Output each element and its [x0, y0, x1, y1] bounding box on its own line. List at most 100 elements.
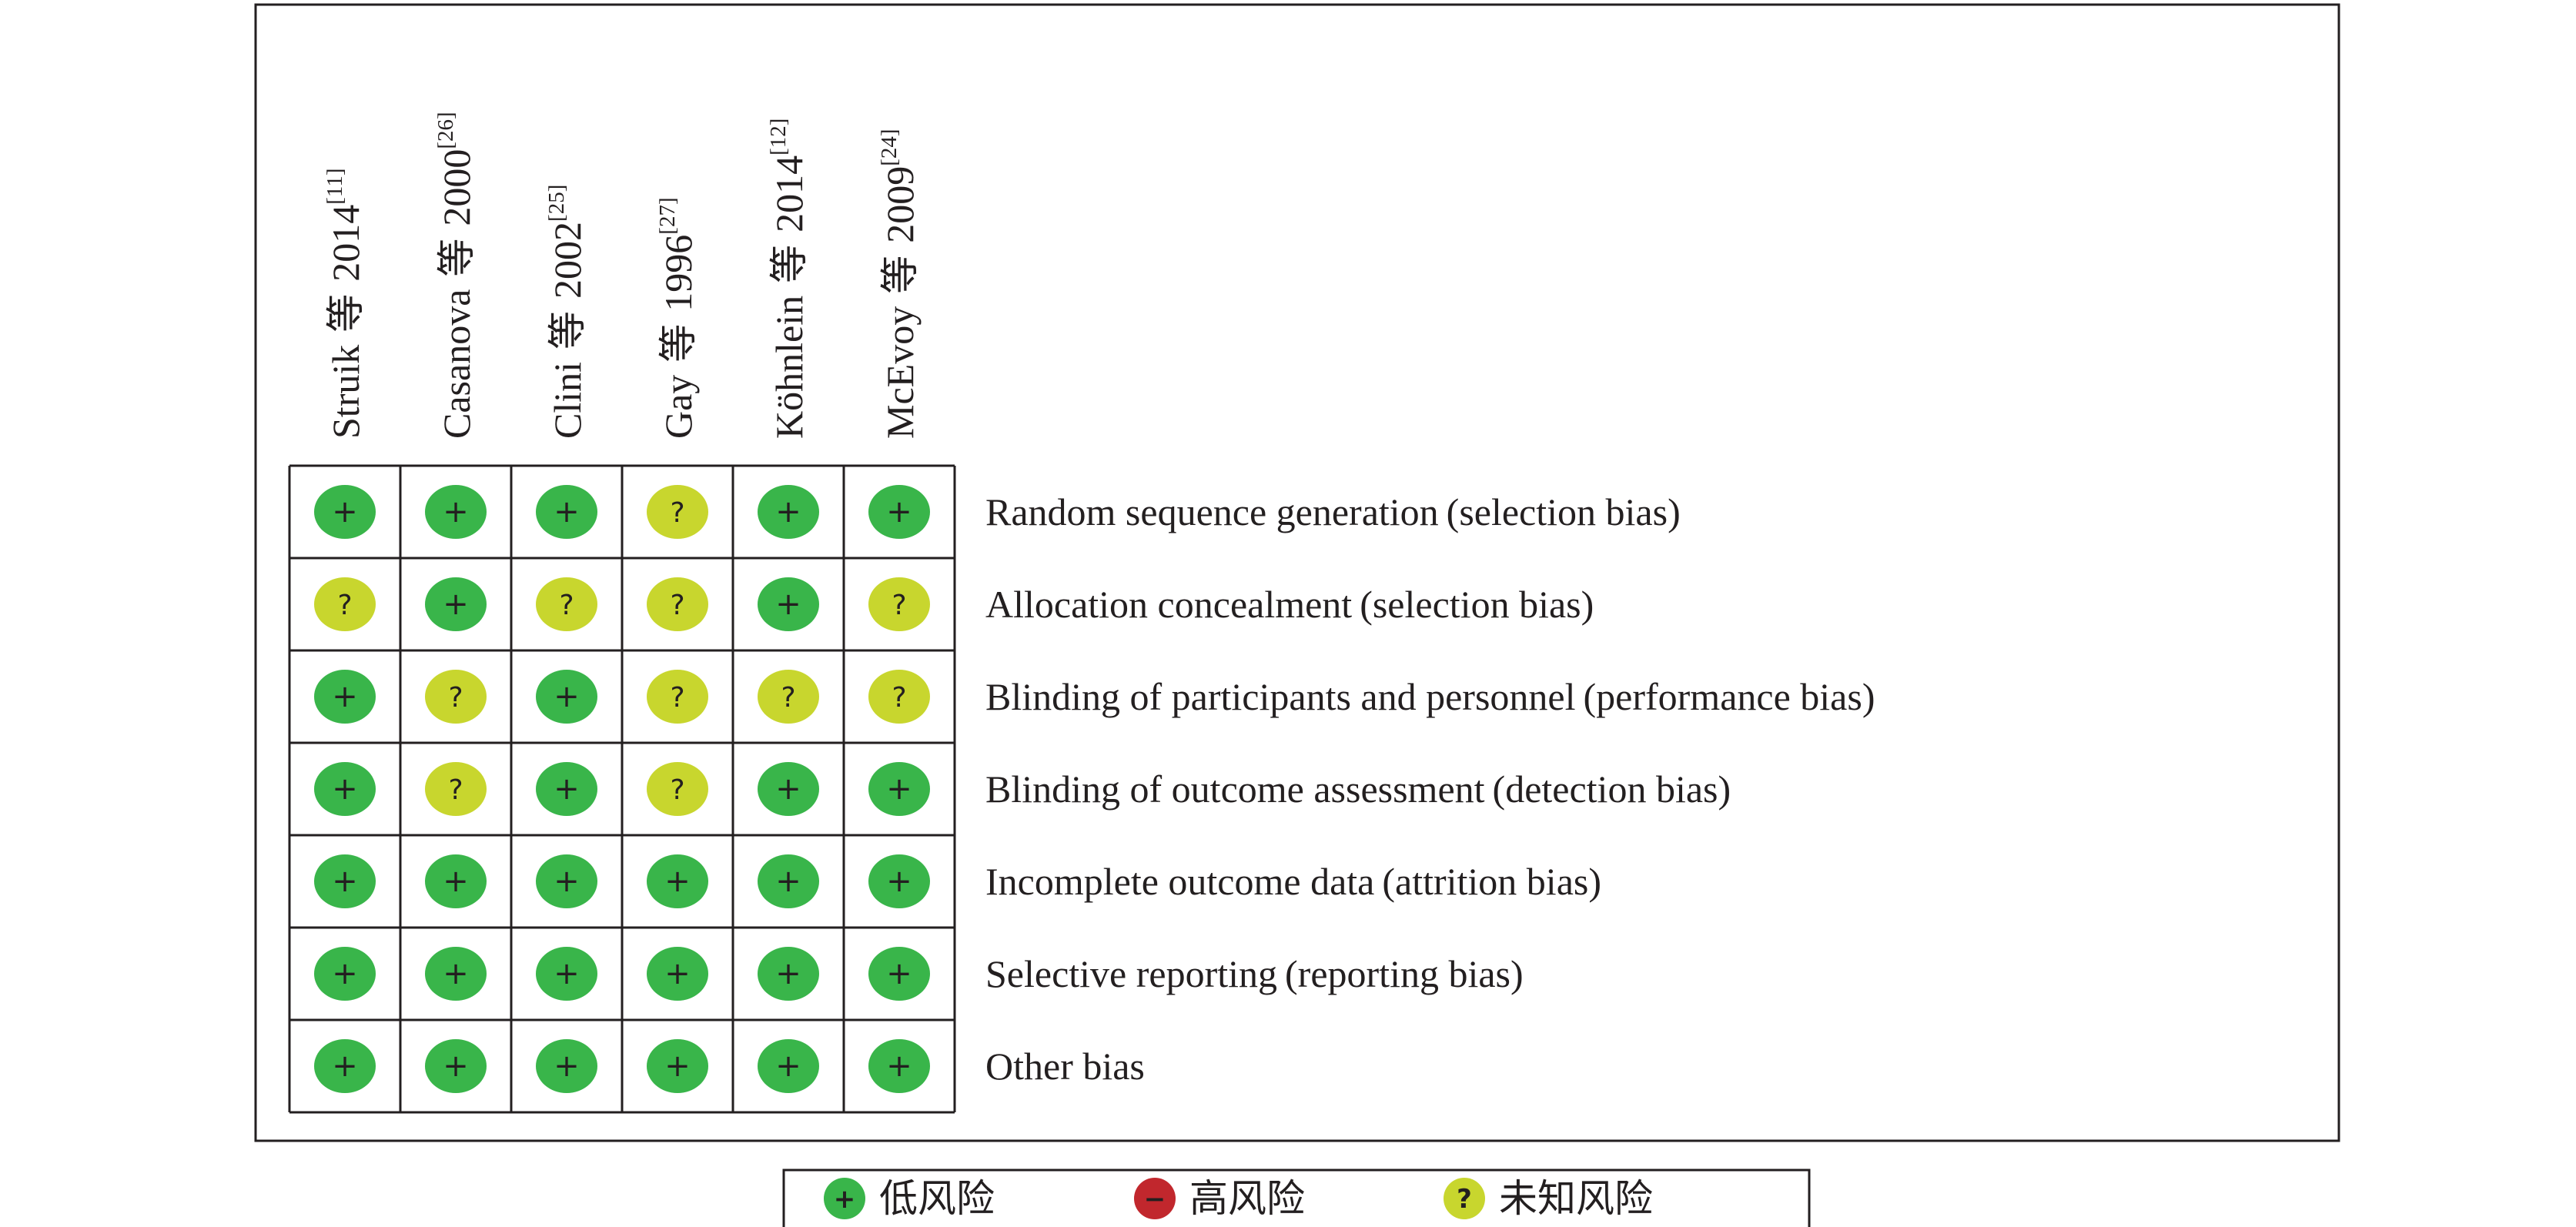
- study-ref: [26]: [433, 112, 458, 149]
- judgement-low: +: [758, 762, 819, 816]
- judgement-dot: [314, 577, 376, 631]
- judgement-low: +: [758, 1039, 819, 1093]
- study-label-text: Struik等2014[11]: [323, 169, 367, 440]
- judgement-symbol: +: [554, 956, 580, 991]
- study-author: Köhnlein: [768, 296, 811, 439]
- judgement-symbol: ?: [892, 590, 906, 621]
- judgement-unclear: ?: [647, 762, 708, 816]
- judgement-unclear: ?: [425, 670, 487, 724]
- study-year: 2009: [878, 166, 922, 243]
- study-label: Köhnlein等2014[12]: [766, 119, 811, 439]
- judgement-symbol: +: [886, 771, 912, 807]
- judgement-unclear: ?: [314, 577, 376, 631]
- study-year: 2000: [435, 149, 478, 226]
- judgement-dot: [647, 1039, 708, 1093]
- study-year: 2014: [324, 205, 367, 282]
- judgement-symbol: +: [886, 1048, 912, 1084]
- domain-bias-type: (performance bias): [1584, 675, 1875, 718]
- domain-labels: Random sequence generation(selection bia…: [985, 490, 1875, 1088]
- judgement-symbol: +: [664, 956, 691, 991]
- legend-label: 低风险: [879, 1176, 995, 1221]
- legend-symbol: −: [1144, 1184, 1166, 1215]
- domain-name: Blinding of participants and personnel: [985, 675, 1576, 718]
- judgement-symbol: +: [554, 1048, 580, 1084]
- judgement-low: +: [425, 854, 487, 908]
- legend-frame: [782, 1168, 1811, 1227]
- judgement-low: +: [314, 1039, 376, 1093]
- study-ref: [27]: [655, 197, 680, 234]
- judgement-dot: [536, 577, 597, 631]
- study-year: 2014: [768, 155, 811, 232]
- domain-label: Other bias: [985, 1045, 1145, 1088]
- judgement-dot: [868, 577, 930, 631]
- study-label-text: Gay等1996[27]: [655, 197, 700, 439]
- legend-dot: [1134, 1178, 1176, 1219]
- judgement-low: +: [314, 762, 376, 816]
- judgement-symbol: +: [554, 494, 580, 530]
- study-author: Struik: [324, 345, 367, 439]
- study-deng: 等: [324, 294, 367, 333]
- judgement-dot: [758, 762, 819, 816]
- legend: +低风险−高风险?未知风险: [782, 1168, 1811, 1227]
- judgement-dot: [758, 670, 819, 724]
- judgement-symbol: +: [554, 771, 580, 807]
- judgement-low: +: [758, 854, 819, 908]
- judgement-dot: [314, 670, 376, 724]
- judgement-dot: [425, 762, 487, 816]
- judgement-low: +: [647, 1039, 708, 1093]
- judgement-dot: [868, 762, 930, 816]
- judgement-unclear: ?: [647, 485, 708, 539]
- judgement-symbol: +: [443, 956, 469, 991]
- judgement-symbol: ?: [892, 682, 906, 714]
- study-label-text: Köhnlein等2014[12]: [766, 119, 811, 439]
- judgement-low: +: [314, 854, 376, 908]
- legend-item-low: + 低风险: [824, 1176, 995, 1221]
- study-label: Casanova等2000[26]: [433, 112, 478, 439]
- domain-bias-type: (selection bias): [1360, 583, 1594, 626]
- legend-symbol: ?: [1457, 1184, 1472, 1215]
- judgement-unclear: ?: [758, 670, 819, 724]
- judgement-symbol: ?: [670, 774, 684, 806]
- judgement-dot: [314, 485, 376, 539]
- judgement-symbol: +: [443, 494, 469, 530]
- study-year: 1996: [657, 235, 700, 312]
- judgement-symbol: +: [886, 864, 912, 899]
- study-ref: [12]: [766, 119, 791, 155]
- judgement-dot: [647, 947, 708, 1001]
- domain-bias-type: (detection bias): [1493, 767, 1731, 811]
- legend-dot: [1444, 1178, 1485, 1219]
- judgement-symbol: +: [775, 864, 801, 899]
- domain-bias-type: (attrition bias): [1382, 860, 1601, 903]
- judgement-low: +: [868, 947, 930, 1001]
- judgement-symbol: ?: [448, 682, 463, 714]
- judgement-low: +: [647, 947, 708, 1001]
- judgement-dot: [647, 577, 708, 631]
- judgement-symbol: +: [554, 864, 580, 899]
- domain-name: Allocation concealment: [985, 583, 1352, 626]
- study-deng: 等: [435, 239, 478, 277]
- judgement-low: +: [425, 485, 487, 539]
- domain-name: Other bias: [985, 1045, 1145, 1088]
- judgement-dot: [314, 762, 376, 816]
- judgement-low: +: [758, 947, 819, 1001]
- judgement-dot: [647, 485, 708, 539]
- judgement-low: +: [758, 485, 819, 539]
- study-label-text: Clini等2002[25]: [544, 185, 589, 439]
- legend-label: 高风险: [1189, 1176, 1305, 1221]
- judgement-symbol: ?: [670, 682, 684, 714]
- judgement-low: +: [536, 1039, 597, 1093]
- judgement-dot: [536, 762, 597, 816]
- domain-label: Incomplete outcome data(attrition bias): [985, 860, 1601, 903]
- judgement-symbol: ?: [670, 590, 684, 621]
- legend-item-high: −高风险: [1134, 1176, 1305, 1221]
- judgement-symbol: +: [443, 587, 469, 622]
- judgement-dot: [536, 854, 597, 908]
- judgement-symbol: ?: [670, 497, 684, 529]
- study-year: 2002: [546, 222, 589, 299]
- judgement-low: +: [314, 485, 376, 539]
- judgement-low: +: [536, 670, 597, 724]
- legend-symbol: +: [834, 1184, 856, 1215]
- domain-name: Selective reporting: [985, 952, 1277, 995]
- study-labels: Struik等2014[11]Casanova等2000[26]Clini等20…: [323, 112, 922, 439]
